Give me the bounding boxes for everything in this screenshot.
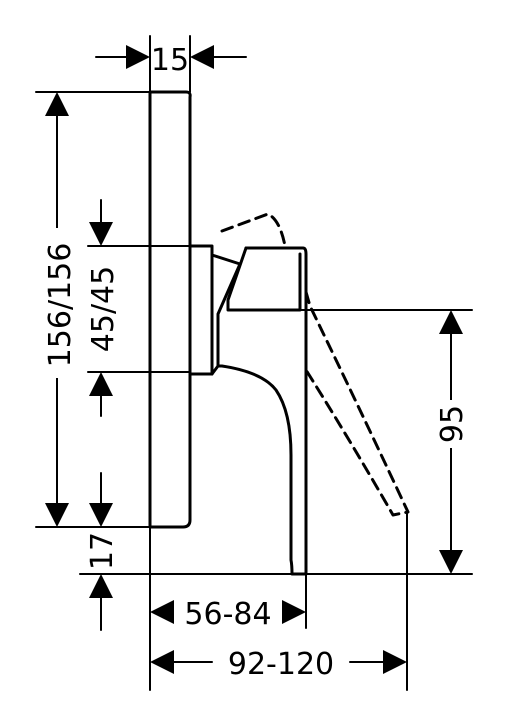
dim-label-total-height: 156/156 xyxy=(43,243,78,368)
escutcheon-inner xyxy=(210,253,242,376)
extension-lines xyxy=(35,35,473,691)
dim-top-width: 15 xyxy=(95,43,247,78)
lever-top-edge xyxy=(226,246,302,312)
dim-inner-height: 45/45 xyxy=(86,199,121,417)
dim-total-height: 156/156 xyxy=(40,92,78,527)
dim-label-bottom-offset: 17 xyxy=(85,532,120,570)
dim-label-top-width: 15 xyxy=(151,43,189,78)
lever-handle xyxy=(216,246,308,576)
dim-total-depth: 92-120 xyxy=(150,647,407,682)
dim-label-projection: 56-84 xyxy=(184,597,271,632)
dim-label-lever-height: 95 xyxy=(435,405,470,443)
dim-lever-height: 95 xyxy=(434,310,470,574)
lever-rotated-dashed-lower xyxy=(304,290,410,517)
wall-plate xyxy=(148,90,192,529)
dim-projection: 56-84 xyxy=(150,597,306,632)
lever-rotated-dashed xyxy=(220,212,287,248)
escutcheon xyxy=(188,244,214,376)
mixer-outline xyxy=(148,90,410,576)
dim-label-total-depth: 92-120 xyxy=(228,647,334,682)
dim-bottom-offset: 17 xyxy=(85,472,120,631)
dim-label-inner-height: 45/45 xyxy=(86,266,121,352)
